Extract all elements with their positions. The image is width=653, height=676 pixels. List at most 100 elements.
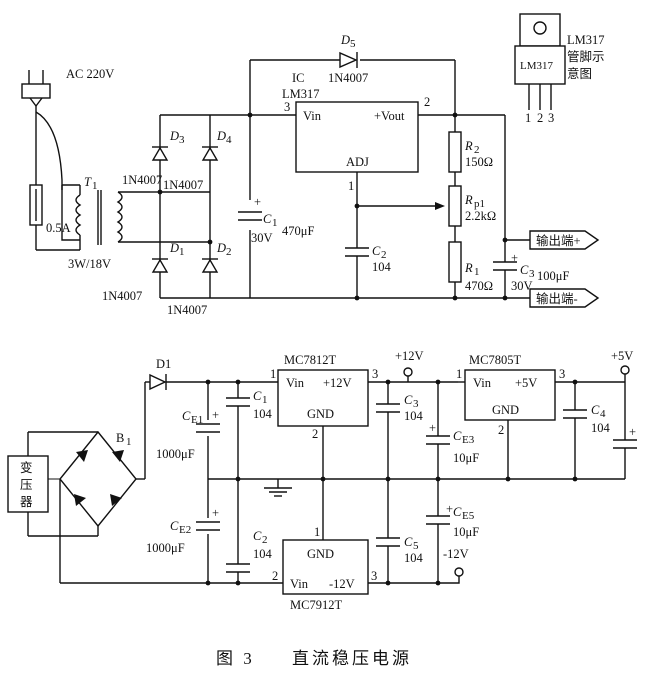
- ce5-plus-sign: +: [446, 502, 453, 516]
- mc7812t-vin-label: Vin: [286, 376, 305, 390]
- capacitor-c1-voltage: 30V: [251, 231, 273, 245]
- capacitor-ce5-sub: E5: [462, 510, 475, 522]
- capacitor-ce2-value: 1000μF: [146, 541, 185, 555]
- diode-d5-part: 1N4007: [328, 71, 368, 85]
- capacitor-c3-bottom-ref: C: [404, 393, 413, 407]
- capacitor-ce2-ref: C: [170, 519, 179, 533]
- fuse-rating-label: 0.5A: [46, 221, 71, 235]
- ic-part-label: LM317: [282, 87, 320, 101]
- capacitor-c4-icon: [563, 409, 587, 419]
- plus5-terminal: [620, 365, 630, 375]
- ic-pin-2: 2: [424, 95, 430, 109]
- capacitor-ce5-ref: C: [453, 505, 462, 519]
- capacitor-c3-icon: [493, 240, 517, 298]
- output-terminal-plus: [529, 230, 600, 250]
- capacitor-c1-bottom-sub: 1: [262, 394, 268, 406]
- capacitor-c2-sub: 2: [381, 249, 387, 261]
- capacitor-c4-ref: C: [591, 403, 600, 417]
- pinout-pin-1: 1: [525, 111, 531, 125]
- figure-title: 直流稳压电源: [292, 649, 412, 668]
- bridge-rectifier-b1: [48, 430, 145, 583]
- capacitor-ce3-ref: C: [453, 429, 462, 443]
- diode-d2-ref: D: [216, 241, 226, 255]
- capacitor-c1-value: 470μF: [282, 224, 314, 238]
- diode-d4-ref: D: [216, 129, 226, 143]
- diode-d3-icon: [151, 146, 169, 161]
- capacitor-c3-bottom-sub: 3: [413, 398, 419, 410]
- capacitor-5v-output-icon: [613, 439, 637, 479]
- output-minus-label: 输出端-: [536, 291, 578, 306]
- ce2-plus-sign: +: [212, 506, 219, 520]
- transformer-char-2: 压: [20, 478, 33, 492]
- ac-voltage-label: AC 220V: [66, 67, 114, 81]
- lm317-pinout-illustration: [514, 13, 566, 110]
- diode-d1-sub: 1: [179, 246, 185, 258]
- capacitor-c5-value: 104: [404, 551, 424, 565]
- diode-d1-icon: [151, 258, 169, 273]
- mc7912t-vin-label: Vin: [290, 577, 309, 591]
- capacitor-ce2-icon: [196, 518, 220, 534]
- ce3-plus-sign: +: [429, 421, 436, 435]
- pinout-title-line3: 意图: [567, 66, 592, 81]
- diode-d2-icon: [201, 258, 219, 273]
- wiper-arrow-icon: [435, 202, 445, 210]
- mc7805t-part-label: MC7805T: [469, 353, 521, 367]
- capacitor-c3-sub: 3: [529, 268, 535, 280]
- capacitor-ce1-value: 1000μF: [156, 447, 195, 461]
- resistor-r2-value: 150Ω: [465, 155, 493, 169]
- diode-d1-bottom-icon: [149, 373, 167, 391]
- ce1-plus-sign: +: [212, 408, 219, 422]
- pinout-pin-2: 2: [537, 111, 543, 125]
- resistor-r1-sub: 1: [474, 266, 480, 278]
- ic-pin-1: 1: [348, 179, 354, 193]
- capacitor-ce1-icon: [196, 420, 220, 436]
- diode-d5-icon: [339, 51, 358, 69]
- capacitor-c2-icon: [345, 247, 369, 298]
- capacitor-ce3-sub: E3: [462, 434, 475, 446]
- diode-d2-sub: 2: [226, 246, 232, 258]
- capacitor-c5-icon: [376, 537, 400, 547]
- resistor-r2-ref: R: [464, 139, 473, 153]
- resistor-r1: [448, 241, 462, 283]
- mc7805t-pin-3: 3: [559, 367, 565, 381]
- capacitor-ce5-icon: [426, 515, 450, 525]
- transformer-t1-sub: 1: [92, 180, 98, 192]
- bridge-b1-sub: 1: [126, 436, 132, 448]
- mc7812t-pin-2: 2: [312, 427, 318, 441]
- resistor-r2-sub: 2: [474, 144, 480, 156]
- capacitor-c4-sub: 4: [600, 408, 606, 420]
- pinout-pin-3: 3: [548, 111, 554, 125]
- diode-d4-icon: [201, 146, 219, 161]
- capacitor-c3-voltage: 30V: [511, 279, 533, 293]
- mc7912t-pin-1: 1: [314, 525, 320, 539]
- mc7805t-pin-1: 1: [456, 367, 462, 381]
- capacitor-c1-bottom-icon: [226, 397, 250, 407]
- capacitor-c2-bottom-ref: C: [253, 529, 262, 543]
- bottom-circuit: 变 压 器 B 1 D1: [7, 349, 637, 612]
- transformer-char-1: 变: [20, 460, 33, 475]
- capacitor-c3-bottom-value: 104: [404, 409, 424, 423]
- pinout-title-line2: 管脚示: [567, 49, 605, 64]
- capacitor-c1-sub: 1: [272, 217, 278, 229]
- figure-number: 图 3: [216, 649, 255, 668]
- top-circuit: AC 220V 0.5A T 1 3W/18V: [21, 13, 605, 317]
- mc7912t-pin-2: 2: [272, 569, 278, 583]
- resistor-r1-value: 470Ω: [465, 279, 493, 293]
- diode-d5-ref: D: [340, 33, 350, 47]
- capacitor-c2-value: 104: [372, 260, 392, 274]
- mc7812t-gnd-label: GND: [307, 407, 334, 421]
- mc7805t-gnd-label: GND: [492, 403, 519, 417]
- diode-d5-sub: 5: [350, 38, 356, 50]
- potentiometer-rp1-sub: p1: [474, 198, 485, 210]
- diode-d4-sub: 4: [226, 134, 232, 146]
- pinout-title-line1: LM317: [567, 33, 605, 47]
- capacitor-c3-bottom-icon: [376, 403, 400, 413]
- diode-d1-bottom-label: D1: [156, 357, 171, 371]
- output-plus-label: 输出端+: [536, 233, 581, 248]
- transformer-char-3: 器: [20, 495, 33, 509]
- transformer-t1-icon: [61, 184, 150, 250]
- capacitor-c5-ref: C: [404, 535, 413, 549]
- mc7812t-part-label: MC7812T: [284, 353, 336, 367]
